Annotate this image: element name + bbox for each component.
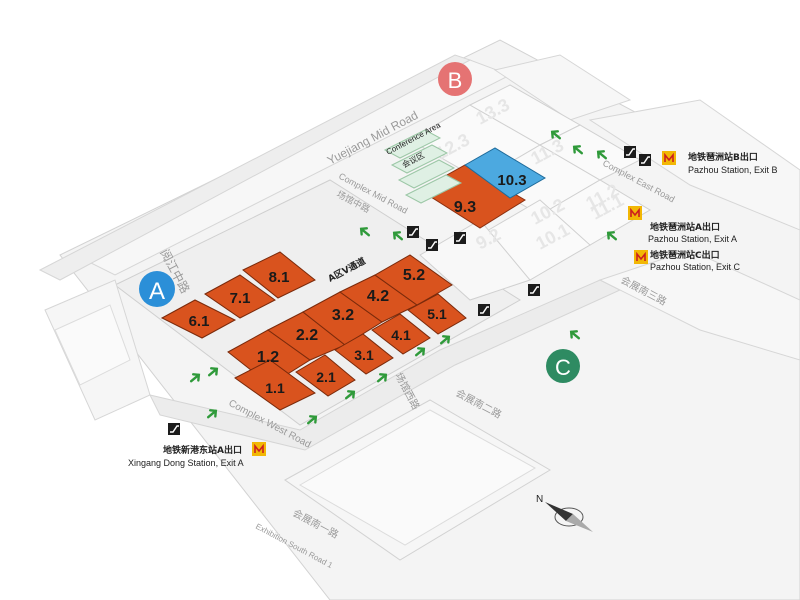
hall-label-5-1: 5.1 <box>427 306 447 322</box>
entrance-arrow-icon <box>306 415 318 425</box>
hall-1-1[interactable] <box>234 359 316 411</box>
metro-exit-pazhou-c[interactable] <box>634 250 648 264</box>
left-inner-block <box>54 304 131 386</box>
north-block <box>493 54 632 121</box>
metro-logo-icon <box>628 206 642 220</box>
hall-label-1-2: 1.2 <box>257 349 279 366</box>
compass-icon <box>545 502 593 532</box>
metro-exit-xingang-a[interactable] <box>252 442 266 456</box>
entrance-arrow-icon <box>344 390 356 400</box>
metro-logo-icon <box>634 250 648 264</box>
hall-3-1[interactable] <box>334 333 394 375</box>
hall-6-1[interactable] <box>160 299 237 339</box>
hall-2-1[interactable] <box>295 354 356 397</box>
escalator-icon <box>426 239 438 251</box>
entrance-arrow-icon <box>569 330 581 340</box>
entrance-arrow-icon <box>439 335 451 345</box>
escalator-icons <box>168 146 651 435</box>
hall-label-2-2: 2.2 <box>296 327 318 344</box>
area-a-halls <box>160 251 467 411</box>
entrance-arrow-icon <box>206 409 218 419</box>
compass-north-label: N <box>536 494 543 505</box>
metro-logo-icon <box>252 442 266 456</box>
metro-exit-en-pazhou-b: Pazhou Station, Exit B <box>688 165 778 175</box>
hall-10-3[interactable] <box>464 147 546 199</box>
south-inner-block <box>298 409 537 546</box>
entrance-arrow-icon <box>207 367 219 377</box>
metro-exit-en-pazhou-a: Pazhou Station, Exit A <box>648 234 737 244</box>
zone-b-marker[interactable] <box>438 62 472 96</box>
hall-7-1[interactable] <box>204 274 276 319</box>
hall-8-1[interactable] <box>242 251 316 299</box>
entrance-arrow-icon <box>414 347 426 357</box>
escalator-icon <box>624 146 636 158</box>
metro-exit-cn-pazhou-b: 地铁琶洲站B出口 <box>688 151 758 163</box>
entrance-arrow-icon <box>550 130 562 140</box>
hall-label-10-3: 10.3 <box>497 172 526 189</box>
entrance-arrow-icon <box>392 231 404 241</box>
metro-exit-en-pazhou-c: Pazhou Station, Exit C <box>650 262 741 272</box>
metro-exit-pazhou-b[interactable] <box>662 151 676 165</box>
zone-a-label: A <box>149 278 165 305</box>
metro-logo-icon <box>662 151 676 165</box>
hall-label-4-1: 4.1 <box>391 327 411 343</box>
metro-exit-cn-pazhou-c: 地铁琶洲站C出口 <box>650 249 720 261</box>
entrance-arrow-icon <box>376 373 388 383</box>
escalator-icon <box>168 423 180 435</box>
hall-5-1[interactable] <box>407 293 467 335</box>
metro-exit-pazhou-a[interactable] <box>628 206 642 220</box>
hall-label-2-1: 2.1 <box>316 369 336 385</box>
zone-c-marker[interactable] <box>546 349 580 383</box>
entrance-arrow-icon <box>189 373 201 383</box>
metro-exit-cn-pazhou-a: 地铁琶洲站A出口 <box>650 221 720 233</box>
conference-area <box>383 129 463 204</box>
southeast-block <box>598 249 800 361</box>
zone-b-label: B <box>448 68 463 93</box>
hall-label-6-1: 6.1 <box>189 313 210 330</box>
entrance-arrow-icon <box>596 150 608 160</box>
entrance-arrow-icon <box>572 145 584 155</box>
escalator-icon <box>528 284 540 296</box>
east-block <box>588 99 800 231</box>
escalator-icon <box>639 154 651 166</box>
yuejiang-road-edge <box>38 54 472 281</box>
escalator-icon <box>478 304 490 316</box>
hall-label-7-1: 7.1 <box>230 290 251 307</box>
hall-label-5-2: 5.2 <box>403 267 425 284</box>
hall-label-1-1: 1.1 <box>265 380 285 396</box>
entrance-arrows <box>189 130 618 425</box>
hall-label-3-2: 3.2 <box>332 307 354 324</box>
hall-label-4-2: 4.2 <box>367 288 389 305</box>
hall-label-9-3: 9.3 <box>454 199 476 216</box>
metro-exit-en-xingang-a: Xingang Dong Station, Exit A <box>128 458 244 468</box>
entrance-arrow-icon <box>606 231 618 241</box>
escalator-icon <box>454 232 466 244</box>
hall-label-8-1: 8.1 <box>269 269 290 286</box>
escalator-icon <box>407 226 419 238</box>
entrance-arrow-icon <box>359 227 371 237</box>
hall-label-3-1: 3.1 <box>354 347 374 363</box>
hall-4-1[interactable] <box>371 313 431 355</box>
zone-a-marker[interactable] <box>139 271 175 307</box>
zone-c-label: C <box>555 355 571 380</box>
metro-exit-cn-xingang-a: 地铁新港东站A出口 <box>163 444 242 456</box>
hall-5-2[interactable] <box>374 254 453 306</box>
